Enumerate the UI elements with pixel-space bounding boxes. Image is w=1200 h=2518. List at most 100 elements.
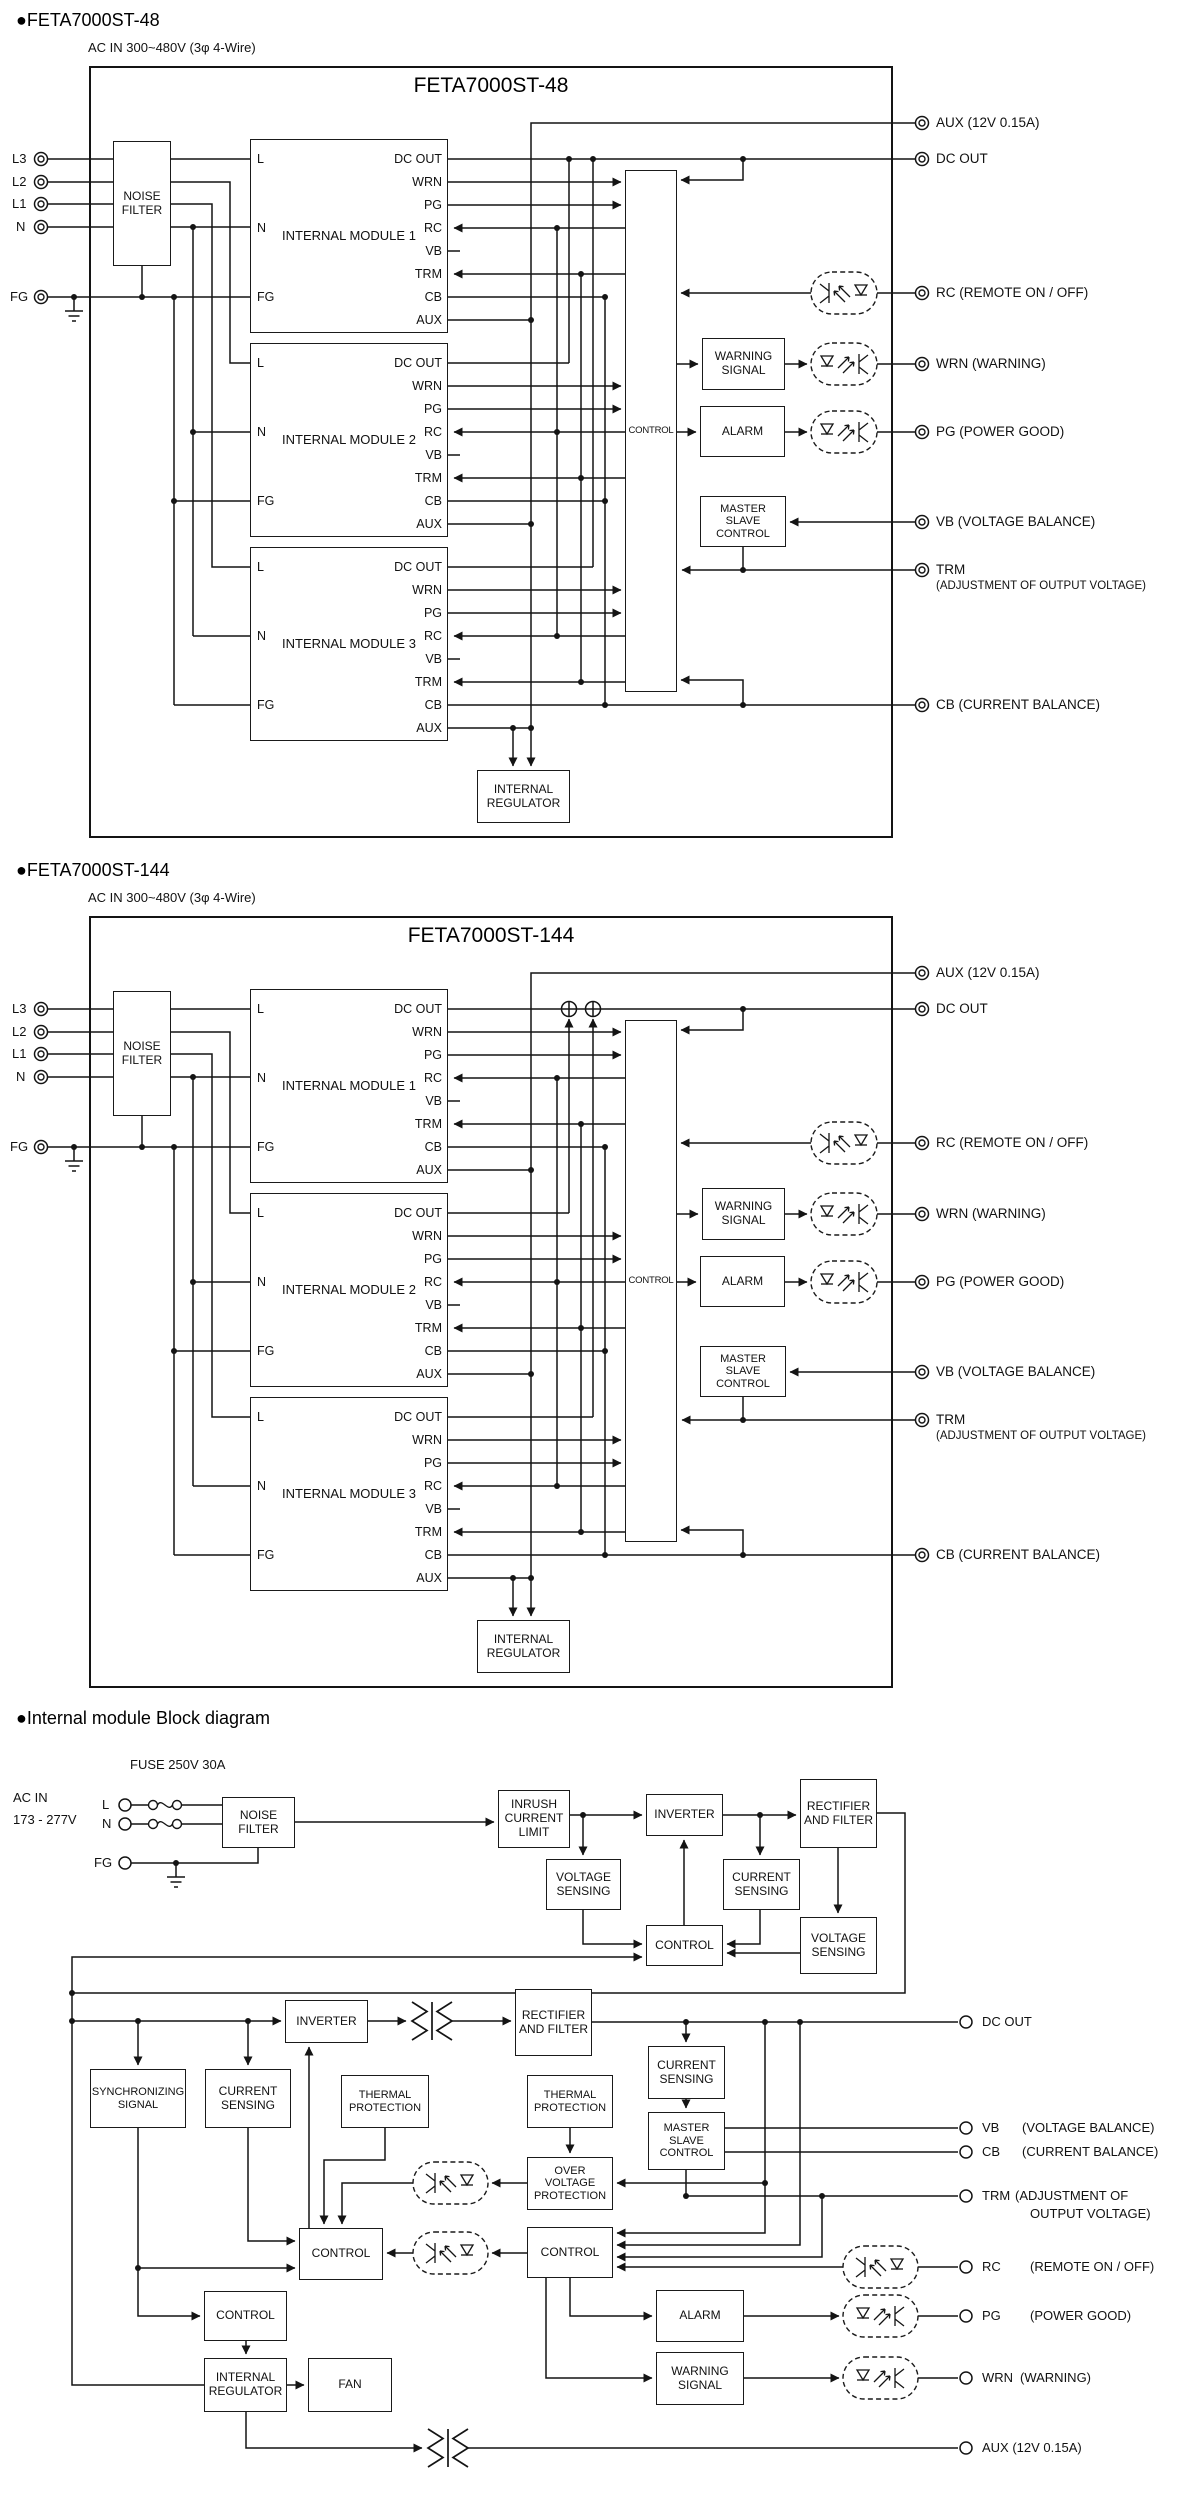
terminal3-dcout: DC OUT <box>982 2014 1032 2029</box>
alarm3-box: ALARM <box>656 2290 744 2342</box>
thermal-protection1-box: THERMAL PROTECTION <box>341 2075 429 2128</box>
module-pin-wrn: WRN <box>412 1229 442 1243</box>
module-pin-trm: TRM <box>414 267 442 281</box>
internal-regulator-box: INTERNAL REGULATOR <box>477 770 570 823</box>
module-pin-trm: TRM <box>414 1525 442 1539</box>
alarm-box-2: ALARM <box>700 1256 785 1307</box>
module-pin-cb: CB <box>424 698 442 712</box>
module-pin-trm: TRM <box>414 1117 442 1131</box>
warning-signal3-box: WARNING SIGNAL <box>656 2352 744 2405</box>
module-pin-vb: VB <box>425 652 442 666</box>
terminal-vb: VB (VOLTAGE BALANCE) <box>936 514 1096 529</box>
internal-regulator3-box: INTERNAL REGULATOR <box>204 2358 287 2412</box>
voltage-sensing2-box: VOLTAGE SENSING <box>800 1917 877 1974</box>
terminal-wrn: WRN (WARNING) <box>936 356 1046 371</box>
module-pin-rc: RC <box>423 629 442 643</box>
module-pin-wrn: WRN <box>412 1025 442 1039</box>
inverter2-box: INVERTER <box>285 2000 368 2043</box>
module-pin-dc-out: DC OUT <box>394 152 442 166</box>
nf3-box: NOISE FILTER <box>222 1797 295 1848</box>
module-pin-l: L <box>257 560 264 574</box>
noise-filter-box-2: NOISE FILTER <box>113 991 171 1116</box>
warning-signal-box: WARNING SIGNAL <box>702 338 785 390</box>
ac-input-label-2: AC IN 300~480V (3φ 4-Wire) <box>88 890 256 905</box>
module-pin-aux: AUX <box>416 721 442 735</box>
section-header-psu144: ●FETA7000ST-144 <box>16 860 170 880</box>
module-pin-rc: RC <box>423 1479 442 1493</box>
module-pin-vb: VB <box>425 1502 442 1516</box>
terminal-aux-2: AUX (12V 0.15A) <box>936 965 1040 980</box>
terminal-trm-sub-2: (ADJUSTMENT OF OUTPUT VOLTAGE) <box>936 1430 1146 1442</box>
diagram-title-psu48: FETA7000ST-48 <box>413 74 569 97</box>
module-pin-l: L <box>257 1410 264 1424</box>
input-label-l1: L1 <box>12 196 27 211</box>
terminal3-vb: VB <box>982 2120 1000 2135</box>
module-pin-vb: VB <box>425 1298 442 1312</box>
master-slave-control-box: MASTER SLAVE CONTROL <box>700 496 786 547</box>
control-left-box: CONTROL <box>299 2228 383 2280</box>
warning-signal-box-2: WARNING SIGNAL <box>702 1188 785 1240</box>
module-pin-cb: CB <box>424 1548 442 1562</box>
module-pin-rc: RC <box>423 1071 442 1085</box>
terminal-dcout: DC OUT <box>936 151 988 166</box>
control-box-2: CONTROL <box>625 1020 677 1542</box>
terminal3-trm: TRM <box>982 2188 1011 2203</box>
terminal-wrn-2: WRN (WARNING) <box>936 1206 1046 1221</box>
terminal3-aux: AUX (12V 0.15A) <box>982 2440 1082 2455</box>
section-header-internal: ●Internal module Block diagram <box>16 1708 270 1728</box>
ovp-box: OVER VOLTAGE PROTECTION <box>527 2157 613 2210</box>
rectifier2-box: RECTIFIER AND FILTER <box>515 1989 592 2056</box>
module-pin-vb: VB <box>425 1094 442 1108</box>
input3-label-l: L <box>102 1797 110 1812</box>
module-pin-n: N <box>257 221 267 235</box>
module-pin-pg: PG <box>423 402 442 416</box>
terminal-dcout-2: DC OUT <box>936 1001 988 1016</box>
module-pin-cb: CB <box>424 1344 442 1358</box>
module-pin-pg: PG <box>423 1048 442 1062</box>
input-label-l3-2: L3 <box>12 1001 27 1016</box>
module-pin-dc-out: DC OUT <box>394 1002 442 1016</box>
terminal-trm-sub: (ADJUSTMENT OF OUTPUT VOLTAGE) <box>936 580 1146 592</box>
terminal3-wrn-sub: (WARNING) <box>1020 2370 1092 2385</box>
module-pin-aux: AUX <box>416 1571 442 1585</box>
module-pin-cb: CB <box>424 494 442 508</box>
input-label-n-2: N <box>16 1069 26 1084</box>
module-pin-l: L <box>257 356 264 370</box>
alarm-box: ALARM <box>700 406 785 457</box>
module-pin-l: L <box>257 152 264 166</box>
module-pin-rc: RC <box>423 221 442 235</box>
internal-module-wiring <box>69 1798 973 2468</box>
module-pin-wrn: WRN <box>412 583 442 597</box>
module-pin-aux: AUX <box>416 313 442 327</box>
terminal-pg: PG (POWER GOOD) <box>936 424 1065 439</box>
terminal-cb-2: CB (CURRENT BALANCE) <box>936 1547 1101 1562</box>
input-label-l3: L3 <box>12 151 27 166</box>
psu144-wiring <box>35 917 929 1687</box>
current-sensing1-box: CURRENT SENSING <box>723 1859 800 1910</box>
inverter1-box: INVERTER <box>646 1794 723 1836</box>
module-pin-vb: VB <box>425 448 442 462</box>
thermal-protection2-box: THERMAL PROTECTION <box>527 2075 613 2128</box>
module-pin-dc-out: DC OUT <box>394 356 442 370</box>
input-label-l1-2: L1 <box>12 1046 27 1061</box>
module-pin-fg: FG <box>257 1344 275 1358</box>
control-bottom-box: CONTROL <box>204 2291 287 2341</box>
module-pin-rc: RC <box>423 425 442 439</box>
terminal3-cb-sub: (CURRENT BALANCE) <box>1022 2144 1159 2159</box>
section-header-psu48: ●FETA7000ST-48 <box>16 10 160 30</box>
terminal3-vb-sub: (VOLTAGE BALANCE) <box>1022 2120 1155 2135</box>
module-pin-trm: TRM <box>414 1321 442 1335</box>
module-pin-pg: PG <box>423 606 442 620</box>
module-pin-n: N <box>257 1071 267 1085</box>
input3-label-fg: FG <box>94 1855 113 1870</box>
terminal-rc: RC (REMOTE ON / OFF) <box>936 285 1089 300</box>
module-pin-pg: PG <box>423 1252 442 1266</box>
module-pin-vb: VB <box>425 244 442 258</box>
current-sensing2-box: CURRENT SENSING <box>205 2069 291 2128</box>
module-pin-aux: AUX <box>416 1367 442 1381</box>
voltage-sensing1-box: VOLTAGE SENSING <box>546 1859 621 1910</box>
fan-box: FAN <box>308 2358 392 2412</box>
